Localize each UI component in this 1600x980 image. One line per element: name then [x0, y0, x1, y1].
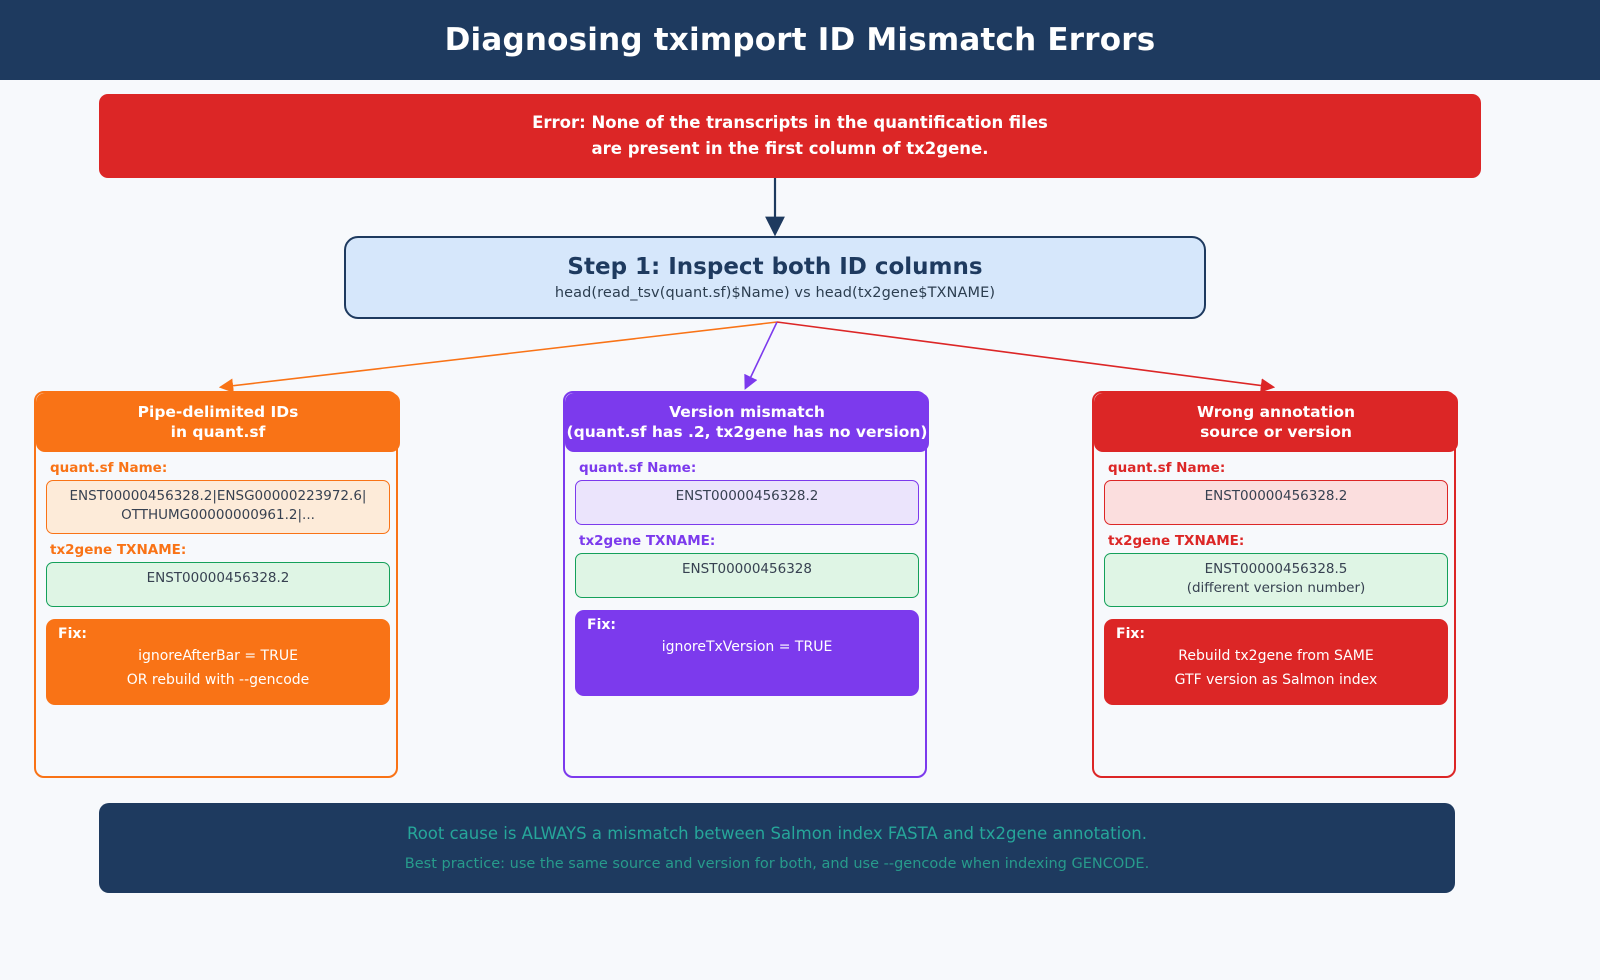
step-1-command: head(read_tsv(quant.sf)$Name) vs head(tx… — [554, 285, 996, 301]
fix-line-2: OR rebuild with --gencode — [126, 671, 310, 688]
branch-header-line-2: (quant.sf has .2, tx2gene has no version… — [566, 423, 928, 441]
fix-line-1: Rebuild tx2gene from SAME — [1178, 647, 1374, 664]
title-bar: Diagnosing tximport ID Mismatch Errors — [0, 0, 1600, 80]
arrow-step-to-branch-0 — [218, 321, 778, 393]
branch-card-header: Pipe-delimited IDs in quant.sf — [36, 393, 400, 452]
page-title: Diagnosing tximport ID Mismatch Errors — [444, 22, 1156, 58]
branch-header-line-2: source or version — [1200, 423, 1352, 441]
arrow-step-to-branch-1 — [744, 321, 778, 390]
branch-card-body: quant.sf Name: ENST00000456328.2 tx2gene… — [1094, 452, 1458, 705]
fix-label: Fix: — [1116, 625, 1145, 642]
branch-header-line-1: Wrong annotation — [1196, 403, 1356, 422]
branch-header-line-1: Version mismatch — [669, 403, 825, 422]
tx2gene-value-box: ENST00000456328.5 (different version num… — [1104, 553, 1448, 607]
quant-sf-value-box: ENST00000456328.2 — [1104, 480, 1448, 525]
quant-sf-value-line-1: ENST00000456328.2 — [675, 488, 819, 504]
branch-header-line-2: in quant.sf — [170, 423, 266, 441]
error-banner: Error: None of the transcripts in the qu… — [99, 94, 1481, 178]
tx2gene-value-line-2: (different version number) — [1186, 580, 1366, 597]
branch-card-body: quant.sf Name: ENST00000456328.2 tx2gene… — [565, 452, 929, 696]
footer-line-1: Root cause is ALWAYS a mismatch between … — [406, 824, 1148, 843]
tx2gene-label: tx2gene TXNAME: — [50, 541, 187, 558]
summary-footer: Root cause is ALWAYS a mismatch between … — [99, 803, 1455, 893]
quant-sf-label: quant.sf Name: — [579, 460, 697, 476]
branch-card-body: quant.sf Name: ENST00000456328.2|ENSG000… — [36, 452, 400, 705]
step-1-title: Step 1: Inspect both ID columns — [567, 254, 983, 280]
quant-sf-value-line-1: ENST00000456328.2 — [1204, 488, 1348, 504]
fix-box: Fix: ignoreTxVersion = TRUE — [575, 610, 919, 696]
quant-sf-label: quant.sf Name: — [1108, 460, 1226, 476]
fix-box: Fix: ignoreAfterBar = TRUE OR rebuild wi… — [46, 618, 390, 705]
fix-label: Fix: — [587, 617, 616, 633]
step-1-box: Step 1: Inspect both ID columns head(rea… — [344, 236, 1206, 319]
branch-card-header: Wrong annotation source or version — [1094, 393, 1458, 452]
tx2gene-value-box: ENST00000456328.2 — [46, 561, 390, 607]
fix-lines: ignoreAfterBar = TRUE OR rebuild with --… — [58, 648, 378, 688]
quant-sf-label: quant.sf Name: — [50, 460, 168, 476]
fix-line-1: ignoreAfterBar = TRUE — [138, 647, 298, 664]
fix-line-2: GTF version as Salmon index — [1174, 671, 1378, 688]
fix-line-1: ignoreTxVersion = TRUE — [661, 639, 833, 655]
fix-box: Fix: Rebuild tx2gene from SAME GTF versi… — [1104, 618, 1448, 705]
tx2gene-value-line-1: ENST00000456328.5 — [1204, 561, 1348, 577]
branch-header-line-1: Pipe-delimited IDs — [137, 403, 299, 422]
branch-card-wrong-annotation: Wrong annotation source or version quant… — [1092, 391, 1458, 778]
branch-card-version-mismatch: Version mismatch (quant.sf has .2, tx2ge… — [563, 391, 929, 778]
quant-sf-value-line-2: OTTHUMG00000000961.2|... — [121, 507, 315, 524]
branch-card-pipe-delimited: Pipe-delimited IDs in quant.sf quant.sf … — [34, 391, 400, 778]
fix-label: Fix: — [58, 625, 87, 642]
fix-lines: ignoreTxVersion = TRUE — [587, 639, 907, 655]
tx2gene-label: tx2gene TXNAME: — [579, 533, 716, 549]
arrow-step-to-branch-2 — [776, 321, 1276, 393]
error-banner-line-2: are present in the first column of tx2ge… — [591, 139, 989, 158]
tx2gene-value-box: ENST00000456328 — [575, 553, 919, 598]
branch-card-header: Version mismatch (quant.sf has .2, tx2ge… — [565, 393, 929, 452]
fix-lines: Rebuild tx2gene from SAME GTF version as… — [1116, 648, 1436, 688]
quant-sf-value-box: ENST00000456328.2|ENSG00000223972.6| OTT… — [46, 480, 390, 534]
quant-sf-value-line-1: ENST00000456328.2|ENSG00000223972.6| — [69, 488, 367, 504]
tx2gene-value-line-1: ENST00000456328.2 — [146, 569, 290, 586]
quant-sf-value-box: ENST00000456328.2 — [575, 480, 919, 525]
footer-line-2: Best practice: use the same source and v… — [404, 856, 1150, 872]
tx2gene-label: tx2gene TXNAME: — [1108, 533, 1245, 549]
error-banner-line-1: Error: None of the transcripts in the qu… — [532, 112, 1048, 132]
tx2gene-value-line-1: ENST00000456328 — [682, 561, 812, 577]
